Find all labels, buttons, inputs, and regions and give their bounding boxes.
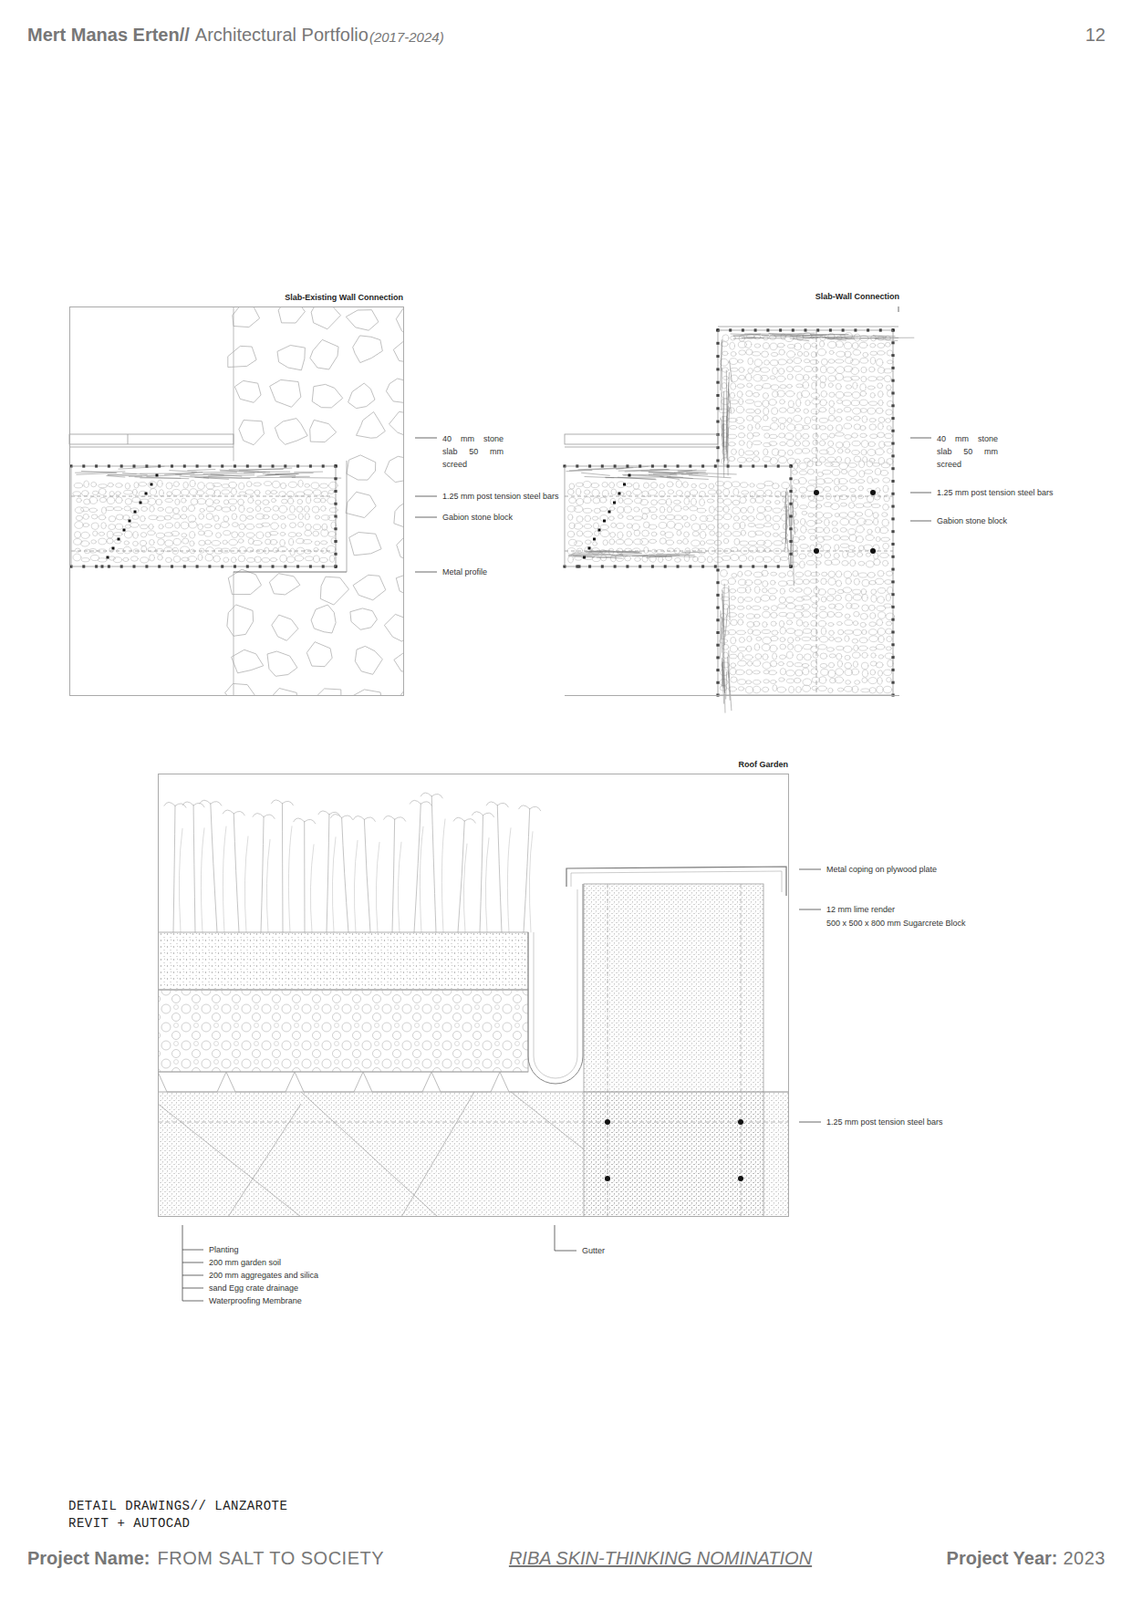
- callout-label: 1.25 mm post tension steel bars: [826, 1116, 944, 1128]
- callout-label: Gutter: [581, 1245, 605, 1257]
- callout-label: Gabion stone block: [936, 515, 1008, 527]
- header-years: (2017-2024): [369, 29, 445, 45]
- drawing-title: Slab-Existing Wall Connection: [284, 292, 404, 302]
- detail-frame: Slab-Existing Wall Connection: [69, 306, 405, 696]
- project-name: FROM SALT TO SOCIETY: [157, 1547, 385, 1569]
- author-name: Mert Manas Erten//: [27, 24, 190, 46]
- nomination-note: RIBA SKIN-THINKING NOMINATION: [508, 1547, 812, 1569]
- footer-key: Project Name:: [27, 1547, 151, 1569]
- callout-label: 500 x 500 x 800 mm Sugarcrete Block: [826, 917, 966, 929]
- header-title: Architectural Portfolio: [195, 24, 369, 46]
- callout-label: Metal coping on plywood plate: [826, 863, 937, 875]
- callout-label: Waterproofing Membrane: [208, 1295, 302, 1307]
- footer-key: Project Year:: [946, 1547, 1059, 1569]
- callout-label: 1.25 mm post tension steel bars: [442, 490, 560, 502]
- callout-label: Gabion stone block: [442, 511, 513, 523]
- detail-frame: Slab-Wall Connection: [564, 306, 900, 696]
- callout-label: 12 mm lime render: [826, 903, 895, 915]
- detail-frame: Roof Garden: [157, 773, 790, 1217]
- drawing-note: REVIT + AUTOCAD: [68, 1516, 191, 1531]
- callout-label: 40 mm stone slab 50 mm screed: [442, 432, 504, 471]
- project-year: 2023: [1063, 1547, 1107, 1569]
- callout-label: sand Egg crate drainage: [208, 1282, 299, 1294]
- callout-label: Planting: [208, 1244, 239, 1256]
- drawing-title: Roof Garden: [737, 759, 789, 769]
- callout-label: 40 mm stone slab 50 mm screed: [936, 432, 998, 471]
- callout-label: Metal profile: [442, 566, 488, 578]
- drawing-note: DETAIL DRAWINGS// LANZAROTE: [68, 1498, 288, 1514]
- callout-label: 1.25 mm post tension steel bars: [936, 487, 1054, 499]
- page-number: 12: [1085, 24, 1106, 46]
- drawing-title: Slab-Wall Connection: [815, 291, 900, 302]
- callout-label: 200 mm garden soil: [208, 1256, 281, 1268]
- callout-label: 200 mm aggregates and silica: [208, 1269, 319, 1281]
